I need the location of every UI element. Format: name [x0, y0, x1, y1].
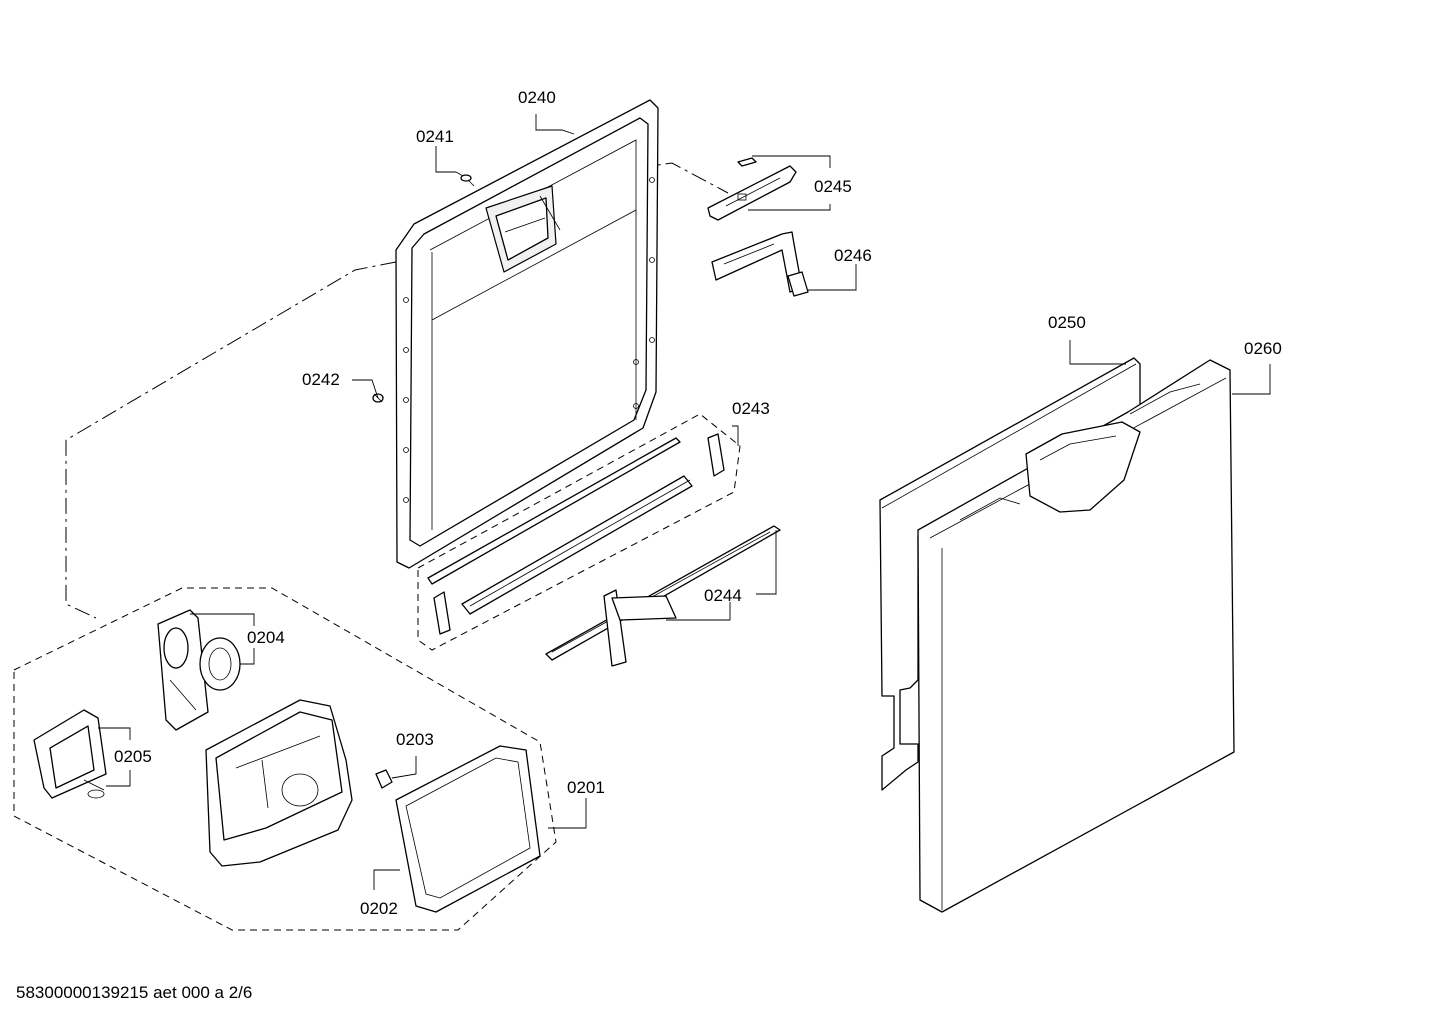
label-0242: 0242	[302, 370, 340, 389]
seal-ring-0204	[199, 637, 241, 691]
label-0205: 0205	[114, 747, 152, 766]
label-0241: 0241	[416, 127, 454, 146]
group-0201-boundary	[13, 587, 557, 931]
outer-door-0260	[917, 359, 1235, 913]
trim-rails-0243	[427, 433, 725, 635]
dispenser-body	[205, 699, 353, 867]
label-0244: 0244	[704, 586, 742, 605]
hinge-0246	[711, 231, 809, 297]
cover-panel-0205	[33, 709, 107, 799]
inner-door-frame	[395, 99, 659, 569]
hinge-lever-0245	[707, 157, 797, 221]
label-0246: 0246	[834, 246, 872, 265]
label-0240: 0240	[518, 88, 556, 107]
label-0243: 0243	[732, 399, 770, 418]
label-0204: 0204	[247, 628, 285, 647]
label-0245: 0245	[814, 177, 852, 196]
label-0202: 0202	[360, 899, 398, 918]
dispenser-cover-0204	[157, 609, 209, 731]
rail-0244	[545, 525, 781, 667]
label-0260: 0260	[1244, 339, 1282, 358]
drawing-reference-footer: 58300000139215 aet 000 a 2/6	[16, 983, 252, 1002]
label-0201: 0201	[567, 778, 605, 797]
seal-frame-0202	[395, 745, 541, 913]
label-0250: 0250	[1048, 313, 1086, 332]
label-0203: 0203	[396, 730, 434, 749]
leader-lines	[98, 114, 1271, 890]
clip-0203-icon	[375, 769, 393, 789]
screw-0241-icon	[455, 171, 475, 187]
assembly-line-frame-to-dispenser	[65, 261, 397, 619]
